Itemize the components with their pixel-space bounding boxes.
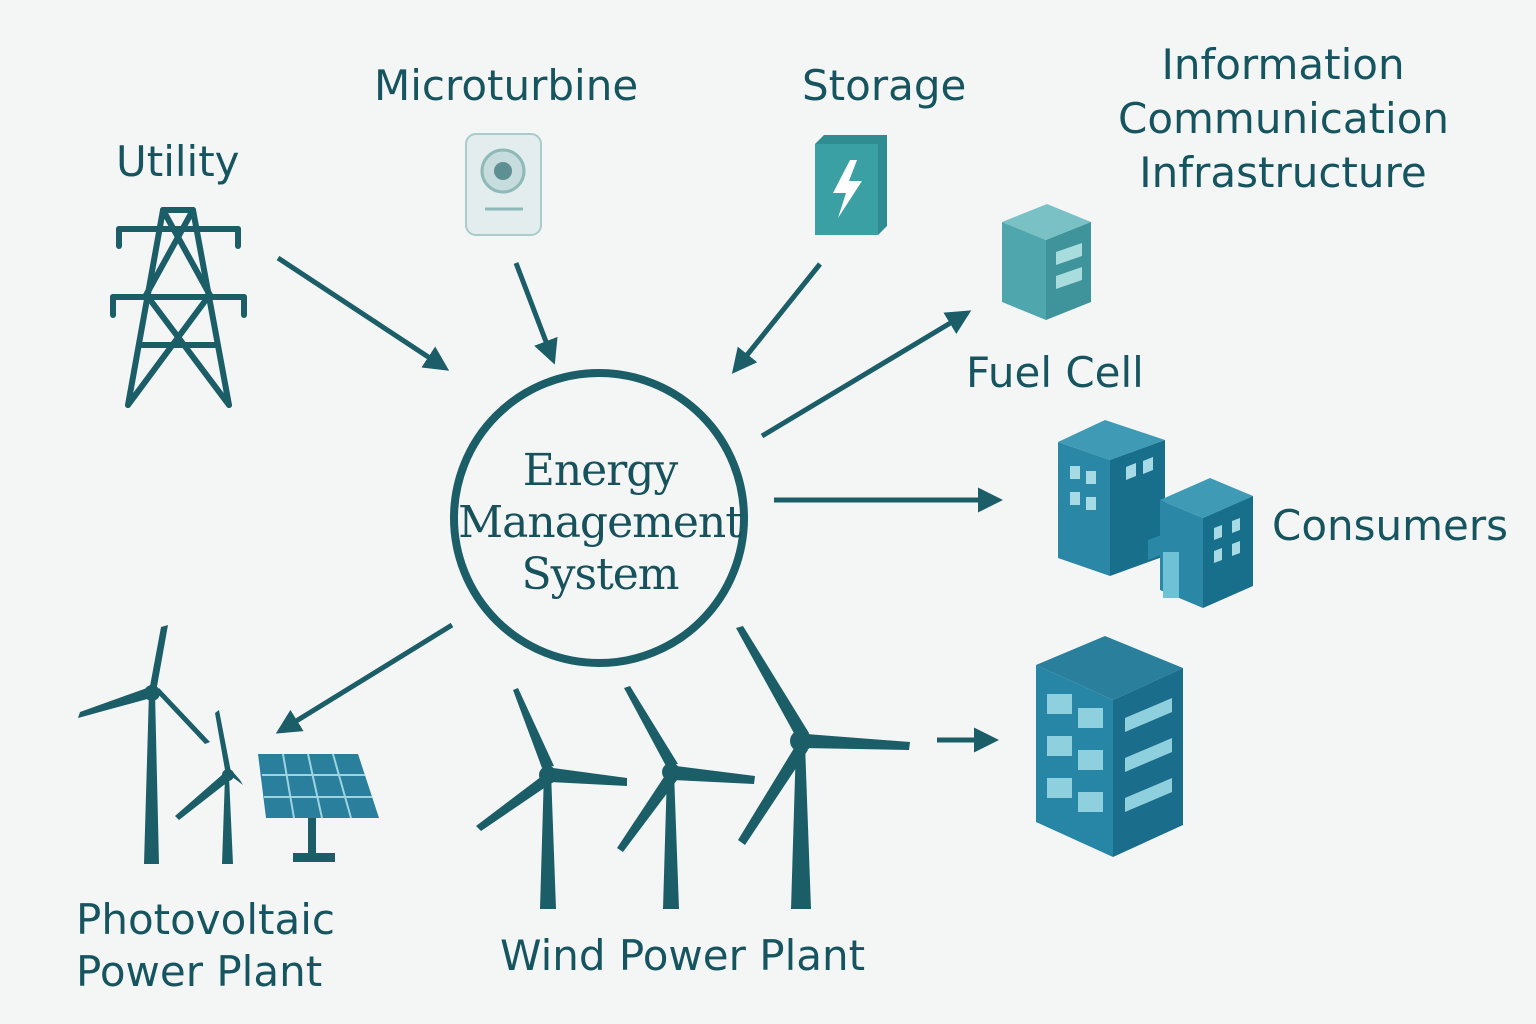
pv-label-line1: Photovoltaic [76,895,335,944]
ict-label-line1: Information [1161,40,1405,89]
transmission-tower-icon [110,207,247,408]
arrow-ems-to-pv [275,622,454,734]
pv-label: Photovoltaic Power Plant [76,894,335,998]
ems-label: Energy Management System [455,445,745,601]
buildings-icon [1058,420,1253,608]
fuel-cell-label: Fuel Cell [966,348,1144,397]
pv-label-line2: Power Plant [76,947,323,996]
wind-label: Wind Power Plant [500,931,866,980]
consumers-label: Consumers [1272,501,1509,550]
battery-storage-icon [815,135,887,235]
microturbine-label: Microturbine [374,61,639,110]
arrows [275,255,1003,753]
office-building-icon [1036,636,1183,857]
arrow-microturbine-to-ems [513,262,558,365]
storage-label: Storage [802,61,967,110]
ict-label-line2: Communication [1118,94,1450,143]
ict-label: Information Communication Infrastructure [1118,38,1450,200]
wind-turbine-icon [78,625,210,864]
ict-label-line3: Infrastructure [1139,148,1427,197]
ems-label-line1: Energy [522,445,679,496]
ems-label-line3: System [521,549,679,600]
wind-turbine-icon [175,710,243,864]
utility-label: Utility [116,137,240,186]
microturbine-icon [465,133,542,236]
arrow-ems-to-fuel-cell [760,310,972,439]
ems-label-line2: Management [458,497,743,548]
wind-turbine-icon [476,688,627,909]
wind-turbine-icon [736,626,910,909]
arrow-storage-to-ems [731,262,822,374]
arrow-utility-to-ems [276,255,450,371]
wind-turbine-icon [617,686,755,909]
ems-circle [450,369,748,667]
fuel-cell-icon [1002,204,1091,320]
solar-panel-icon [258,753,379,862]
